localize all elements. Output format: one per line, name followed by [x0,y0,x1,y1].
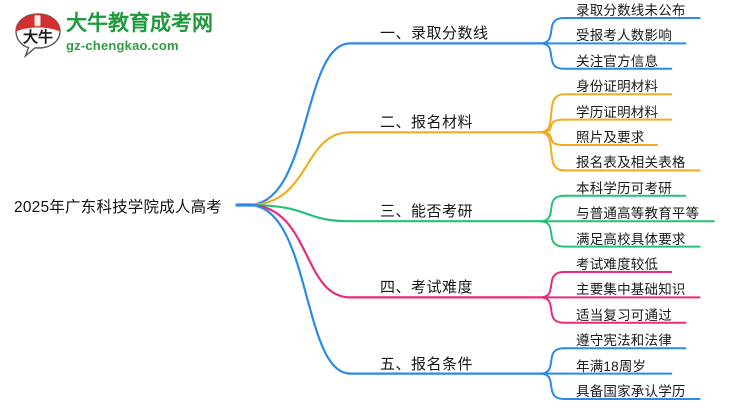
leaf-label-1-1[interactable]: 录取分数线未公布 [576,3,686,18]
leaf-label-2-4[interactable]: 报名表及相关表格 [576,155,686,171]
branch-label-3[interactable]: 三、能否考研 [380,203,474,221]
connector-line [247,203,542,223]
leaf-label-2-2[interactable]: 学历证明材料 [576,104,659,120]
logo-title: 大牛教育成考网 [66,12,213,35]
connector-line [539,296,565,324]
site-logo: 大牛 大牛教育成考网 gz-chengkao.com [14,10,229,62]
connector-line [539,194,565,223]
leaf-label-5-2[interactable]: 年满18周岁 [576,358,647,374]
connector-line [247,131,542,207]
logo-subtitle: gz-chengkao.com [66,38,179,53]
connector-line [539,118,565,134]
leaf-label-3-3[interactable]: 满足高校具体要求 [576,231,686,247]
connector-line [539,131,565,172]
leaf-label-3-1[interactable]: 本科学历可考研 [576,180,672,196]
logo-wordmark: 大牛教育成考网 gz-chengkao.com [66,11,226,54]
connector-line [539,372,565,400]
mindmap-root-label: 2025年广东科技学院成人高考 [14,199,222,216]
leaf-label-5-3[interactable]: 具备国家承认学历 [576,384,686,399]
branch-label-5[interactable]: 五、报名条件 [380,355,474,373]
leaf-label-1-3[interactable]: 关注官方信息 [576,53,659,69]
logo-mark-icon: 大牛 [15,13,61,58]
leaf-label-4-2[interactable]: 主要集中基础知识 [576,282,686,298]
connector-line [539,42,565,70]
leaf-label-5-1[interactable]: 遵守宪法和法律 [576,333,672,349]
logo-mark-text: 大牛 [23,28,53,46]
connector-line [247,203,542,375]
leaf-label-2-3[interactable]: 照片及要求 [576,130,645,145]
leaf-label-4-3[interactable]: 适当复习可通过 [576,307,672,323]
connector-line [247,42,542,207]
leaf-label-4-1[interactable]: 考试难度较低 [576,257,659,272]
connector-line [539,131,565,146]
branch-label-1[interactable]: 一、录取分数线 [380,25,489,43]
connector-line [539,347,565,375]
connector-line [539,271,565,299]
leaf-label-1-2[interactable]: 受报考人数影响 [576,28,672,44]
connector-line [539,220,565,248]
branch-label-4[interactable]: 四、考试难度 [380,279,474,297]
leaf-label-3-2[interactable]: 与普通高等教育平等 [576,206,700,222]
branch-label-2[interactable]: 二、报名材料 [380,114,474,132]
connector-line [247,203,542,299]
leaf-label-2-1[interactable]: 身份证明材料 [576,79,659,95]
connector-line [539,17,565,45]
